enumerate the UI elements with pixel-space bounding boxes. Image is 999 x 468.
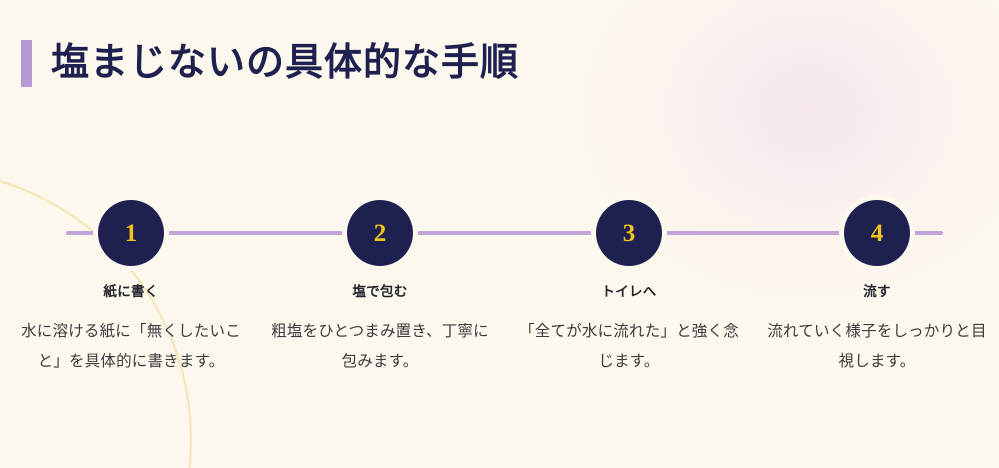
timeline-step-description-2: 粗塩をひとつまみ置き、丁寧に包みます。 [271, 323, 489, 371]
timeline-step-4: 流す 流れていく様子をしっかりと目視します。 [753, 284, 999, 378]
timeline-node-number-4: 4 [870, 219, 884, 247]
timeline-track-area: 1 2 3 4 [0, 183, 999, 287]
timeline-step-description-4: 流れていく様子をしっかりと目視します。 [767, 323, 987, 371]
timeline-node-1[interactable]: 1 [98, 200, 164, 266]
timeline-node-4[interactable]: 4 [844, 200, 910, 266]
timeline-step-1: 紙に書く 水に溶ける紙に「無くしたいこと」を具体的に書きます。 [7, 284, 256, 378]
page-title: 塩まじないの具体的な手順 [51, 42, 520, 85]
timeline-step-description-1: 水に溶ける紙に「無くしたいこと」を具体的に書きます。 [21, 323, 241, 371]
timeline-node-number-1: 1 [124, 219, 138, 247]
timeline-step-3: トイレへ 「全てが水に流れた」と強く念じます。 [505, 284, 754, 378]
timeline-node-3[interactable]: 3 [596, 200, 662, 266]
timeline-node-number-3: 3 [622, 219, 636, 247]
timeline-step-label-2: 塩で包む [352, 284, 408, 299]
page-title-row: 塩まじないの具体的な手順 [21, 19, 519, 108]
title-accent-bar-icon [21, 39, 32, 87]
timeline-node-2[interactable]: 2 [347, 200, 413, 266]
timeline-step-2: 塩で包む 粗塩をひとつまみ置き、丁寧に包みます。 [256, 284, 505, 378]
timeline-connector-line [66, 231, 943, 235]
timeline-step-label-4: 流す [863, 284, 891, 299]
timeline-step-description-3: 「全てが水に流れた」と強く念じます。 [519, 323, 739, 371]
timeline-step-label-1: 紙に書く [103, 284, 159, 299]
timeline-step-label-3: トイレへ [601, 284, 657, 299]
timeline-steps-text: 紙に書く 水に溶ける紙に「無くしたいこと」を具体的に書きます。 塩で包む 粗塩を… [0, 284, 999, 424]
timeline-node-number-2: 2 [373, 219, 387, 247]
